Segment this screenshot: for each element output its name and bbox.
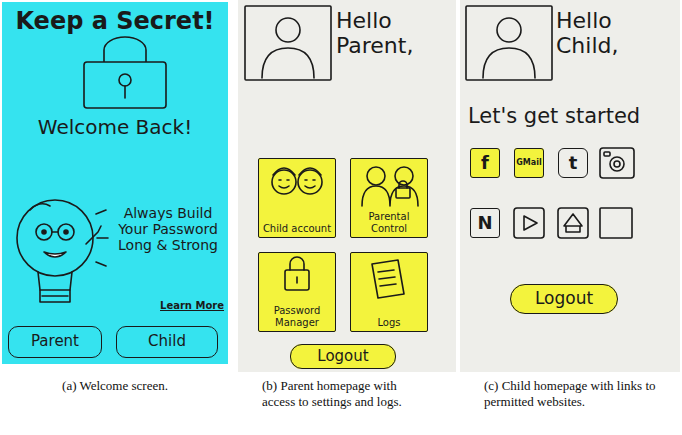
keyhole	[119, 74, 131, 86]
menu-tile: Child account	[258, 158, 336, 238]
tip-text: Always Build Your Password Long & Strong	[110, 205, 226, 253]
button-label: Logout	[317, 348, 368, 365]
site-icon: GMail	[514, 148, 544, 178]
greeting: Hello Parent,	[336, 8, 448, 59]
parent-button: Parent	[8, 326, 102, 358]
site-icon: t	[558, 148, 588, 178]
smile	[44, 252, 66, 257]
child-face	[298, 170, 322, 194]
node-fill	[258, 252, 336, 332]
node-fill	[290, 344, 396, 369]
avatar-shoulders	[483, 48, 535, 78]
prompt-text: Let's get started	[468, 104, 674, 128]
sub-caption: (a) Welcome screen.	[4, 378, 226, 394]
glasses-lens	[58, 224, 74, 240]
house-symbol	[564, 214, 582, 232]
node-fill	[258, 158, 336, 238]
play-symbol	[524, 216, 537, 230]
eye	[42, 230, 46, 234]
button-label: Child	[148, 333, 186, 350]
menu-tile: Logs	[350, 252, 428, 332]
avatar-head	[276, 18, 300, 42]
button-label: Parent	[31, 333, 79, 350]
child-button: Child	[116, 326, 218, 358]
button-label: Password Manager	[262, 305, 332, 328]
node-fill	[514, 148, 544, 178]
notepad-lines	[378, 270, 396, 286]
child-face	[272, 170, 296, 194]
glasses-lens	[36, 224, 52, 240]
parent-head	[395, 167, 413, 185]
learn-more-link: Learn More	[146, 300, 224, 312]
button-label: GMail	[516, 158, 541, 167]
camera-flash	[604, 152, 610, 156]
lock-icon-shackle	[290, 257, 304, 283]
parent-homepage: Hello Parent, Child account Parental Contr…	[238, 0, 456, 372]
avatar-frame	[466, 6, 552, 80]
button-label: N	[477, 213, 492, 234]
welcome-text: Welcome Back!	[20, 116, 210, 139]
node-fill	[350, 252, 428, 332]
button-label: Logout	[535, 289, 593, 309]
padlock-body	[84, 62, 166, 108]
menu-tile: Password Manager	[258, 252, 336, 332]
child-homepage: Hello Child, Let's get started f GMail tN Log…	[460, 0, 680, 372]
camera-lens	[614, 161, 620, 167]
small-lock-shackle	[399, 181, 407, 188]
button-label: Child account	[263, 223, 331, 235]
node-fill	[238, 0, 456, 372]
logout-button: Logout	[510, 284, 618, 314]
node-fill	[2, 2, 228, 364]
bulb-base	[40, 290, 70, 302]
pointing-arm	[86, 226, 101, 244]
app-title: Keep a Secret!	[8, 8, 222, 36]
bulb-head	[17, 200, 93, 276]
logout-button: Logout	[290, 344, 396, 369]
eye	[64, 230, 68, 234]
glasses-bridge	[52, 231, 58, 233]
child-face-features	[279, 180, 315, 188]
sub-caption: (c) Child homepage with links to permitt…	[484, 378, 660, 409]
node-fill	[470, 148, 500, 178]
button-label: Logs	[377, 317, 400, 329]
site-icon: N	[470, 208, 500, 238]
avatar-frame	[245, 6, 331, 80]
node-fill	[350, 158, 428, 238]
site-icon: f	[470, 148, 500, 178]
greeting: Hello Child,	[556, 8, 668, 59]
child-hair	[273, 168, 321, 175]
small-lock	[396, 188, 410, 198]
callout-ticks	[96, 210, 108, 266]
empty-icon-slot	[600, 208, 632, 238]
camera-lens	[610, 157, 624, 171]
menu-tile: Parental Control	[350, 158, 428, 238]
welcome-screen: Keep a Secret! Welcome Back! Always Build …	[2, 2, 228, 364]
avatar-head	[497, 18, 521, 42]
padlock-shackle	[104, 37, 146, 62]
button-label: t	[569, 153, 578, 174]
button-label: f	[481, 153, 489, 174]
notepad-icon	[372, 260, 404, 298]
parent-head	[367, 167, 385, 185]
site-icon-box	[558, 208, 588, 238]
parent-bodies	[362, 186, 418, 206]
camera-icon	[600, 148, 634, 178]
node-fill	[510, 284, 618, 314]
node-fill	[460, 0, 680, 372]
avatar-shoulders	[262, 48, 314, 78]
hair	[30, 204, 50, 210]
sub-caption: (b) Parent homepage with access to setti…	[262, 378, 430, 409]
keyhole-slot	[124, 86, 126, 98]
button-label: Parental Control	[354, 211, 424, 234]
video-icon	[514, 208, 544, 238]
bulb-neck	[38, 272, 72, 290]
